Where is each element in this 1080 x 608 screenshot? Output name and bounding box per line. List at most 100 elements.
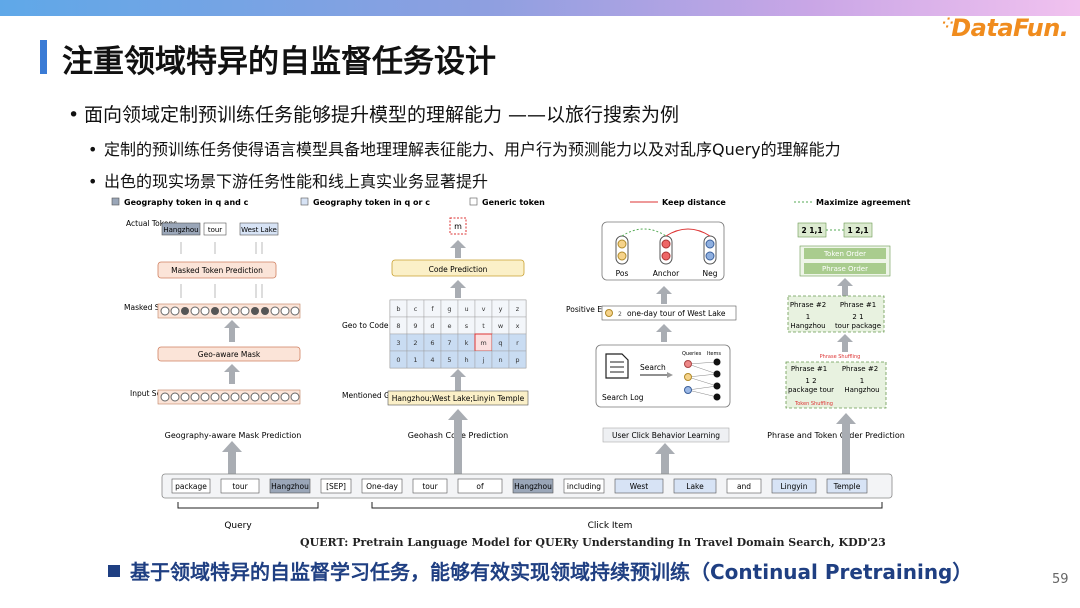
p2-m-text: m (454, 222, 462, 231)
geohash-cell-label: t (482, 322, 485, 330)
p1-caption: Geography-aware Mask Prediction (165, 431, 302, 440)
sequence-token (563, 478, 605, 494)
p3-queries-label: Queries (682, 351, 702, 357)
legend-geo-qorc-swatch (300, 197, 309, 206)
p4-phrase-order-box (804, 263, 886, 274)
sequence-token-label: Hangzhou (514, 482, 552, 491)
p3-distance-arc (665, 228, 711, 237)
p2-arrow-3 (450, 369, 466, 402)
geohash-cell-label: 9 (413, 322, 417, 330)
p2-geo-text: Hangzhou;West Lake;Linyin Temple (392, 394, 525, 403)
p4-bottom-phrases (785, 361, 887, 409)
p1-token-tour (203, 222, 227, 236)
geohash-cell-label: s (465, 322, 469, 330)
geohash-cell-label: 6 (430, 339, 434, 347)
legend-keep-distance: Keep distance (662, 198, 726, 207)
p1-actual-tokens: Actual Tokens (126, 219, 177, 228)
bullet-dot-icon: • (88, 172, 98, 191)
geohash-cell-label: j (482, 356, 485, 364)
query-label: Query (224, 521, 252, 531)
geohash-cell (508, 350, 527, 369)
sequence-token-label: of (476, 482, 484, 491)
p1-input-seq-circles (160, 392, 300, 402)
legend-generic: Generic token (482, 198, 545, 207)
geohash-cell-label: y (499, 305, 503, 313)
p3-arrow-1 (656, 286, 672, 304)
sequence-token (726, 478, 762, 494)
bullet-main: •面向领域定制预训练任务能够提升模型的理解能力 ——以旅行搜索为例 (68, 100, 679, 127)
p1-token-tour-text: tour (208, 226, 222, 234)
geohash-cell-label: 4 (430, 356, 434, 364)
p4-top-phrase1: Phrase #1 (840, 301, 876, 309)
bullet-sub-2-text: 出色的现实场景下游任务性能和线上真实业务显著提升 (104, 172, 489, 191)
sequence-token (220, 478, 260, 494)
p3-example-text: one-day tour of West Lake (627, 309, 726, 318)
legend-geo-qorc: Geography token in q or c (313, 198, 430, 207)
p1-token-westlake (239, 222, 279, 236)
p4-bot-a-word: package tour (788, 386, 834, 394)
legend-geo-qc: Geography token in q and c (124, 198, 249, 207)
geohash-cell-label: 2 (413, 339, 417, 347)
p1-mtp-box (157, 261, 277, 279)
sequence-token-label: and (737, 482, 751, 491)
sequence-token (673, 478, 717, 494)
p1-arrow-up (224, 320, 240, 342)
p2-mentioned-geo: Mentioned Geography (342, 391, 426, 400)
p1-small-arrows (180, 242, 263, 254)
p4-caption: Phrase and Token Order Prediction (767, 431, 905, 440)
geohash-cell-label: c (414, 305, 418, 313)
p3-anchor-dot-1 (661, 239, 671, 249)
geohash-cell-label: d (430, 322, 434, 330)
geohash-cell-label: m (480, 339, 486, 347)
sequence-token-label: [SEP] (326, 482, 346, 491)
p1-token-westlake-text: West Lake (241, 226, 277, 234)
p3-arrow-2 (656, 324, 672, 342)
p3-example-num: 2 (618, 311, 622, 318)
bottom-summary-text: 基于领域特异的自监督学习任务，能够有效实现领域持续预训练（Continual P… (130, 560, 973, 584)
legend-maximize: Maximize agreement (816, 198, 911, 207)
seq-arrow-2 (448, 409, 468, 474)
p4-top-phrase2: Phrase #2 (790, 301, 826, 309)
sequence-token-label: package (175, 482, 207, 491)
p4-token-order: Token Order (823, 250, 866, 258)
bullet-dot-icon: • (68, 104, 80, 126)
p2-code-pred-text: Code Prediction (429, 265, 488, 274)
bullet-sub-1-text: 定制的预训练任务使得语言模型具备地理理解表征能力、用户行为预测能力以及对乱序Qu… (104, 140, 841, 159)
page-number: 59 (1052, 572, 1069, 587)
geohash-cell-label: e (448, 322, 452, 330)
p1-small-arrows-2 (180, 284, 263, 298)
p4-phrase-shuffling: Phrase Shuffling (820, 354, 861, 360)
paper-caption: QUERT: Pretrain Language Model for QUERy… (300, 536, 886, 549)
p3-document-icon (605, 353, 629, 379)
sequence-token (320, 478, 352, 494)
p4-top-phrases (787, 295, 885, 333)
p4-arrow-1 (837, 278, 853, 296)
p1-masked-seq-circles (160, 306, 300, 316)
sequence-token-label: Lake (686, 482, 704, 491)
geohash-cell-label: h (464, 356, 468, 364)
geohash-cell-label: r (516, 339, 519, 347)
p4-arrow-2 (837, 334, 853, 352)
panel-click-behavior: Pos Anchor Neg Positive Example 2 one-da… (566, 221, 737, 443)
sequence-token-label: Temple (833, 482, 861, 491)
p4-bot-phrase2: Phrase #2 (842, 365, 878, 373)
geohash-cell-label: b (396, 305, 400, 313)
geohash-cell-label: n (498, 356, 502, 364)
p1-mtp-text: Masked Token Prediction (171, 266, 263, 275)
p2-code-pred-box (391, 259, 525, 277)
sequence-token-label: One-day (366, 482, 398, 491)
p3-caption-box (602, 427, 730, 443)
sequence-token-label: West (630, 482, 648, 491)
quert-figure: Geography token in q and c Geography tok… (111, 197, 911, 531)
p3-pos-label: Pos (616, 269, 629, 278)
logo-dots-icon: ⁘ (942, 16, 954, 32)
p3-neg-dot-1 (705, 239, 715, 249)
p4-token-shuffling: Token Shuffling (794, 401, 833, 407)
p4-bot-a-num: 1 2 (805, 377, 816, 385)
seq-arrow-4 (836, 413, 856, 474)
sequence-token-label: including (567, 482, 601, 491)
geohash-cell-label: 8 (396, 322, 400, 330)
p4-bot-b-num: 1 (860, 377, 864, 385)
p3-example-dot (605, 309, 613, 317)
